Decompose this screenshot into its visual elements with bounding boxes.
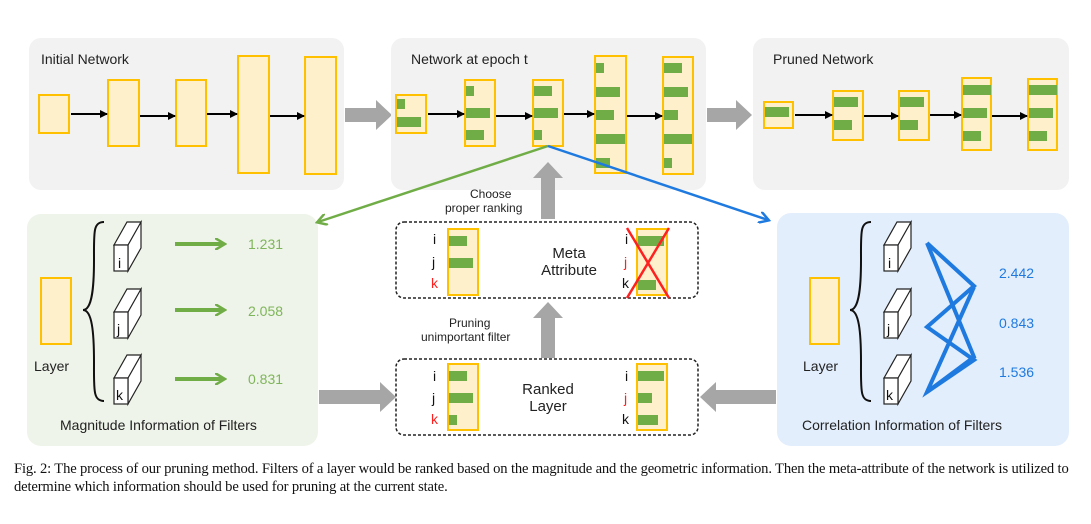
ranked-title-line1: Ranked <box>522 381 574 398</box>
brace-icon <box>82 221 105 402</box>
filter-cube-k: k <box>112 352 143 407</box>
svg-text:j: j <box>886 321 890 337</box>
brace-icon <box>849 221 872 402</box>
initial-network-title: Initial Network <box>41 51 130 67</box>
correlation-connector <box>547 144 768 220</box>
svg-text:i: i <box>625 368 628 384</box>
initial-network-layers <box>38 55 337 175</box>
svg-text:j: j <box>116 321 120 337</box>
svg-text:j: j <box>431 254 435 270</box>
epoch-network-panel: Network at epoch t <box>391 38 706 190</box>
choose-ranking-arrow <box>533 162 563 219</box>
svg-text:i: i <box>433 231 436 247</box>
meta-title-line2: Attribute <box>541 262 597 279</box>
pruning-process-diagram: Initial Network Network at epoch t <box>27 38 1069 446</box>
figure-caption: Fig. 2: The process of our pruning metho… <box>14 461 1069 495</box>
initial-network-panel: Initial Network <box>29 38 344 190</box>
pruned-network-layers <box>763 77 1058 151</box>
epoch-network-title: Network at epoch t <box>411 51 528 67</box>
magnitude-connector <box>318 144 549 222</box>
correlation-zigzag <box>922 241 978 398</box>
layer-5 <box>304 56 337 175</box>
svg-text:i: i <box>625 231 628 247</box>
svg-text:k: k <box>116 387 124 403</box>
filter-cube-j: j <box>112 286 143 341</box>
magnitude-layer-block <box>40 277 72 345</box>
filter-cube-i: i <box>112 219 143 274</box>
svg-text:j: j <box>431 390 435 406</box>
magnitude-panel-title: Magnitude Information of Filters <box>60 417 257 433</box>
pruned-network-panel: Pruned Network <box>753 38 1069 190</box>
svg-text:j: j <box>623 254 627 270</box>
ranked-layer-box: i j k Ranked Layer i j k <box>395 358 699 436</box>
filter-cube-j: j <box>882 286 913 341</box>
ranked-title-line2: Layer <box>529 398 567 415</box>
svg-text:k: k <box>431 411 439 427</box>
layer-2 <box>107 79 140 147</box>
magnitude-panel: Layer i j k 1.231 2.058 <box>27 214 318 446</box>
choose-label-line1: Choose <box>470 187 512 201</box>
filter-cube-k: k <box>882 352 913 407</box>
svg-text:k: k <box>886 387 894 403</box>
layer-4 <box>237 55 270 174</box>
correlation-to-ranked-arrow <box>700 382 776 412</box>
initial-network-connections <box>71 110 305 120</box>
magnitude-filter-cubes: i j k <box>112 219 143 407</box>
pruned-network-connections <box>795 111 1028 120</box>
svg-text:k: k <box>622 411 630 427</box>
correlation-filter-cubes: i j k <box>882 219 913 407</box>
epoch-network-layers <box>395 55 694 175</box>
rejected-cross-icon <box>625 227 671 299</box>
choose-label-line2: proper ranking <box>445 201 522 215</box>
layer-1 <box>38 94 70 134</box>
magnitude-arrows <box>175 244 224 379</box>
svg-text:k: k <box>622 275 630 291</box>
correlation-links <box>925 242 977 394</box>
transition-arrow-2 <box>707 100 752 130</box>
layer-3 <box>175 79 207 147</box>
magnitude-to-ranked-arrow <box>319 382 396 412</box>
correlation-panel: Layer i j k 2.442 0.843 1.536 Correlati <box>777 213 1069 446</box>
correlation-layer-label: Layer <box>803 358 838 374</box>
epoch-network-connections <box>428 110 663 120</box>
magnitude-value-j: 2.058 <box>248 303 283 319</box>
pruned-network-title: Pruned Network <box>773 51 874 67</box>
correlation-layer-block <box>809 277 840 345</box>
correlation-panel-title: Correlation Information of Filters <box>802 417 1002 433</box>
svg-text:i: i <box>888 255 891 271</box>
svg-text:i: i <box>433 368 436 384</box>
svg-text:j: j <box>623 390 627 406</box>
correlation-value-j: 0.843 <box>999 315 1034 331</box>
magnitude-value-i: 1.231 <box>248 236 283 252</box>
meta-title-line1: Meta <box>552 245 586 262</box>
transition-arrow-1 <box>345 100 392 130</box>
correlation-value-k: 1.536 <box>999 364 1034 380</box>
svg-text:i: i <box>118 255 121 271</box>
correlation-value-i: 2.442 <box>999 265 1034 281</box>
pruning-label-line2: unimportant filter <box>421 330 510 344</box>
pruning-label-line1: Pruning <box>449 316 490 330</box>
svg-text:k: k <box>431 275 439 291</box>
pruning-arrow <box>533 302 563 358</box>
filter-cube-i: i <box>882 219 913 274</box>
meta-attribute-box: i j k Meta Attribute i j k <box>395 221 699 299</box>
magnitude-layer-label: Layer <box>34 358 69 374</box>
magnitude-value-k: 0.831 <box>248 371 283 387</box>
